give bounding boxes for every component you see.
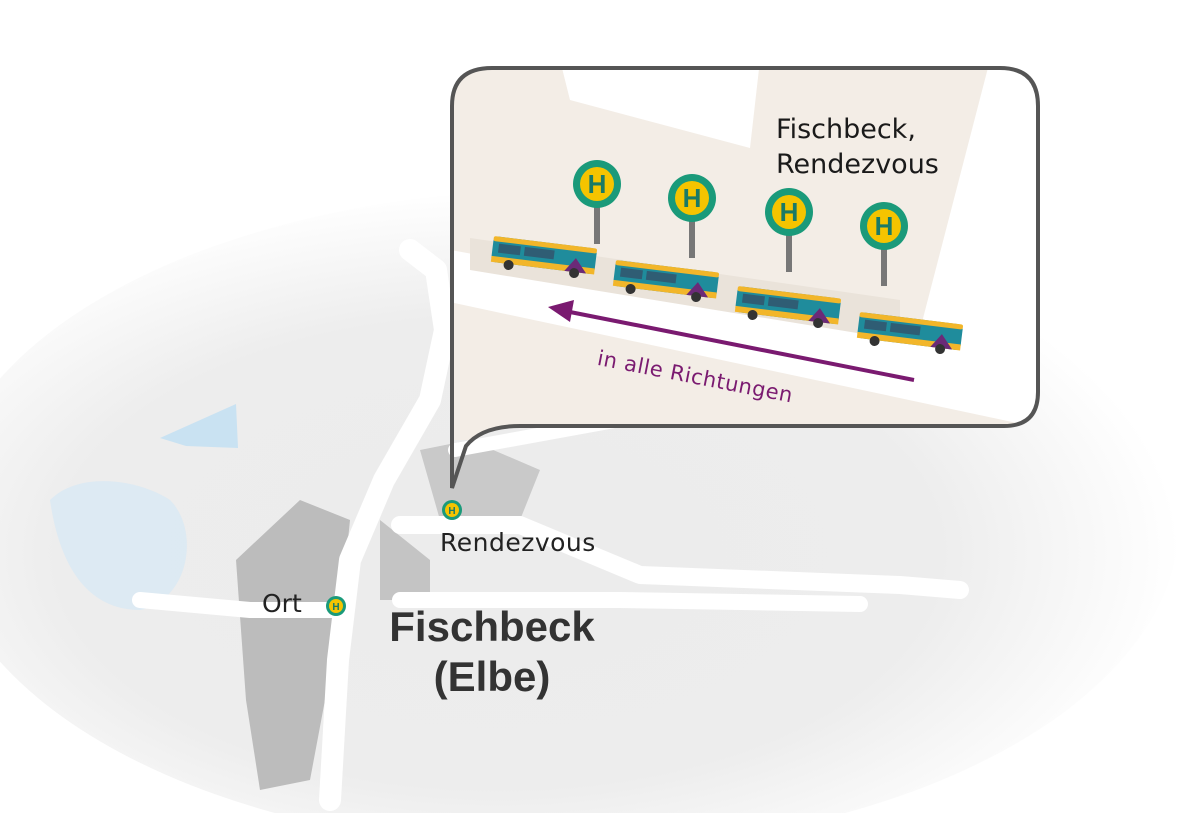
direction-arrow-icon	[548, 300, 915, 382]
callout-stop-name: Fischbeck,Rendezvous	[776, 114, 939, 180]
road-east	[391, 516, 969, 599]
building	[560, 68, 760, 148]
svg-text:H: H	[448, 506, 455, 517]
road-callout	[452, 248, 1038, 430]
built-area	[380, 520, 430, 600]
road-main	[319, 239, 456, 811]
water-body	[50, 481, 187, 610]
svg-text:H: H	[332, 602, 339, 613]
stop-marker-ort: H	[326, 596, 346, 616]
town-name: Fischbeck(Elbe)	[389, 603, 595, 700]
stop-label-ort: Ort	[262, 589, 302, 618]
callout-bubble	[450, 66, 1040, 489]
callout-border	[450, 66, 1040, 489]
stop-label-rendezvous: Rendezvous	[440, 528, 596, 557]
road-west	[132, 592, 348, 618]
stop-marker-rendezvous: H	[442, 500, 462, 520]
road-callout-side	[920, 68, 1038, 400]
water-body	[160, 404, 238, 448]
road-bypass	[392, 592, 868, 612]
built-area	[236, 500, 350, 790]
